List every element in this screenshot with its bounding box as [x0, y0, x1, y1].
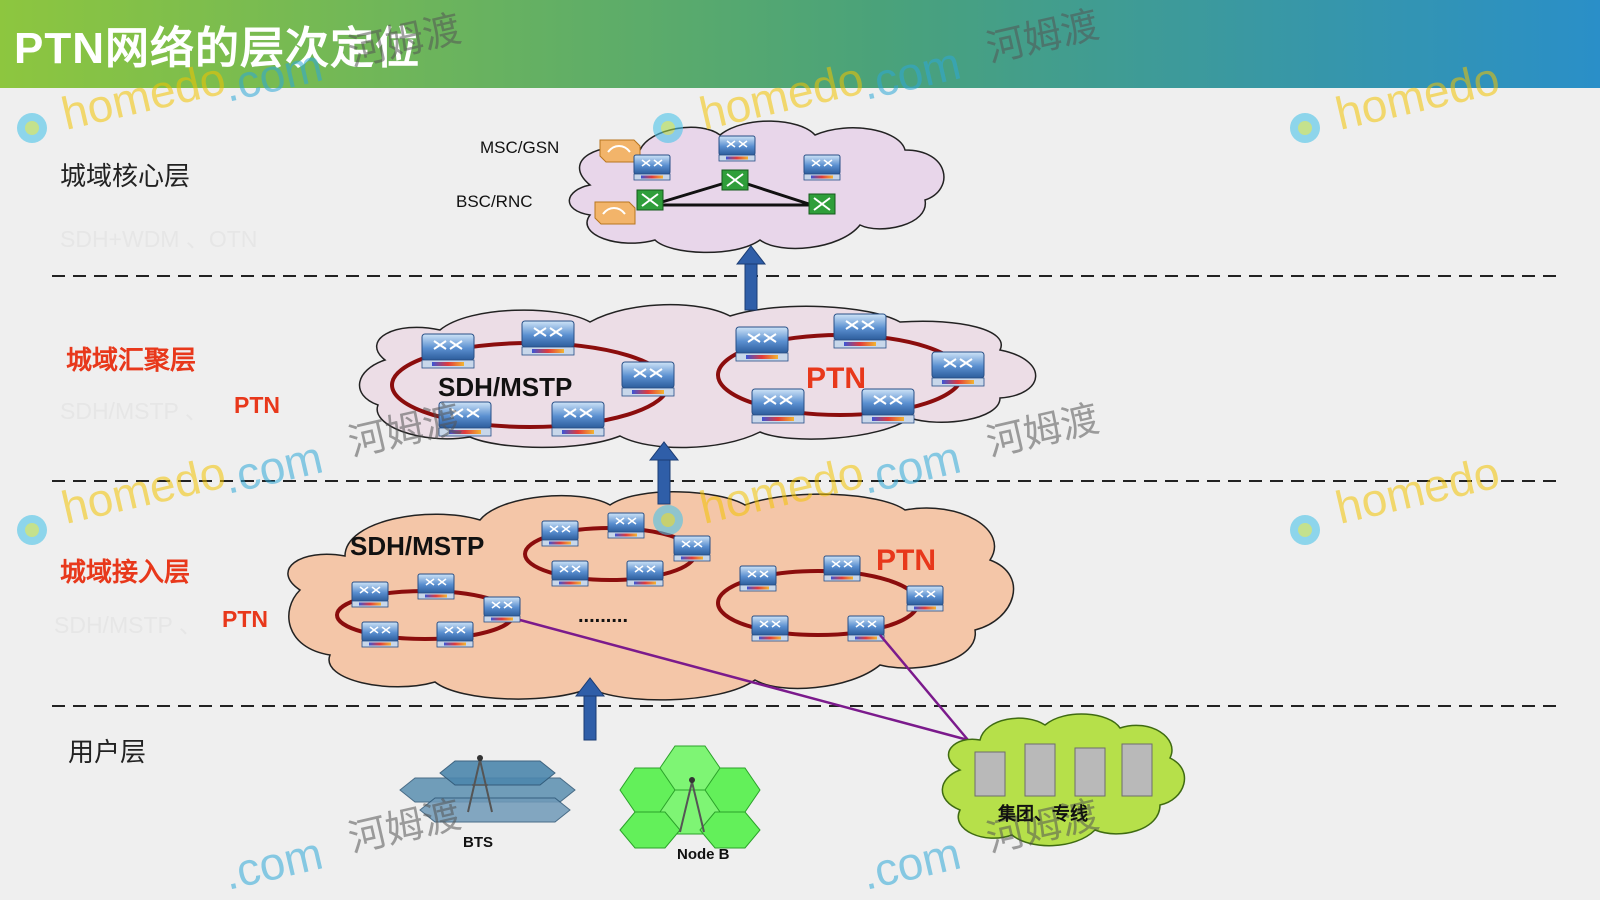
- aggregation-switch-icon: [833, 313, 887, 349]
- access-switch-icon: [551, 560, 589, 587]
- core-switch-icon: [718, 135, 756, 162]
- access-switch-icon: [847, 615, 885, 642]
- slide-title: PTN网络的层次定位: [14, 24, 420, 73]
- watermark: [17, 113, 1320, 545]
- access-switch-icon: [361, 621, 399, 648]
- access-more-dots: .........: [578, 605, 629, 627]
- access-tech-ptn: PTN: [222, 606, 268, 632]
- aggregation-sdh-label: SDH/MSTP: [438, 372, 573, 402]
- access-ptn-label: PTN: [876, 544, 936, 577]
- uplink-arrow: [735, 245, 767, 311]
- aggregation-tech-faint: SDH/MSTP 、: [60, 398, 208, 424]
- access-cloud: [287, 491, 1015, 701]
- title-bar: PTN网络的层次定位: [0, 0, 1600, 88]
- nodeb-cell-cluster: [619, 745, 761, 849]
- watermark-domain: .com: [219, 431, 328, 504]
- watermark-domain: .com: [857, 37, 966, 110]
- access-tech-faint: SDH/MSTP 、: [54, 612, 202, 638]
- enterprise-link: [519, 618, 969, 742]
- core-tech-label: SDH+WDM 、OTN: [60, 226, 258, 252]
- aggregation-cloud: [358, 303, 1037, 449]
- enterprise-label: 集团、专线: [998, 804, 1088, 824]
- bsc-router-icon: [594, 201, 636, 225]
- aggregation-switch-icon: [551, 401, 605, 437]
- core-green-node-icon: [636, 189, 664, 211]
- watermark-chinese: 河姆渡: [983, 398, 1104, 465]
- access-switch-icon: [417, 573, 455, 600]
- layer-label-core: 城域核心层: [60, 161, 191, 191]
- core-switch-icon: [803, 154, 841, 181]
- watermark-brand: homedo: [57, 446, 231, 534]
- aggregation-switch-icon: [861, 388, 915, 424]
- access-switch-icon: [739, 565, 777, 592]
- watermark-brand: homedo: [1331, 446, 1505, 534]
- uplink-arrow: [648, 441, 680, 505]
- access-switch-icon: [351, 581, 389, 608]
- watermark-domain: .com: [857, 827, 966, 900]
- aggregation-switch-icon: [621, 361, 675, 397]
- watermark-brand: homedo: [1331, 52, 1505, 140]
- aggregation-switch-icon: [735, 326, 789, 362]
- access-switch-icon: [626, 560, 664, 587]
- watermark-domain: .com: [219, 39, 328, 112]
- core-cloud: [568, 120, 945, 254]
- layer-label-access: 城域接入层: [60, 557, 191, 587]
- access-switch-icon: [673, 535, 711, 562]
- watermark-chinese: 河姆渡: [345, 794, 466, 861]
- access-switch-icon: [436, 621, 474, 648]
- watermark-chinese: 河姆渡: [345, 8, 466, 75]
- aggregation-switch-icon: [421, 333, 475, 369]
- watermark-brand: homedo: [57, 52, 231, 140]
- core-green-node-icon: [808, 193, 836, 215]
- access-switch-icon: [607, 512, 645, 539]
- aggregation-ptn-label: PTN: [806, 362, 866, 395]
- access-switch-icon: [823, 555, 861, 582]
- access-sdh-label: SDH/MSTP: [350, 531, 485, 561]
- aggregation-switch-icon: [931, 351, 985, 387]
- core-green-node-icon: [721, 169, 749, 191]
- access-switch-icon: [751, 615, 789, 642]
- layer-label-user: 用户层: [68, 737, 147, 767]
- access-switch-icon: [906, 585, 944, 612]
- uplink-arrow: [574, 677, 606, 741]
- access-switch-icon: [541, 520, 579, 547]
- watermark-domain: .com: [219, 827, 328, 900]
- core-switch-icon: [633, 154, 671, 181]
- enterprise-link: [879, 634, 969, 741]
- enterprise-cloud: [941, 713, 1186, 847]
- access-switch-icon: [483, 596, 521, 623]
- watermark-domain: .com: [857, 431, 966, 504]
- aggregation-switch-icon: [751, 388, 805, 424]
- msc-gsn-label: MSC/GSN: [480, 138, 560, 157]
- aggregation-switch-icon: [521, 320, 575, 356]
- watermark-chinese: 河姆渡: [983, 4, 1104, 71]
- aggregation-tech-ptn: PTN: [234, 392, 280, 418]
- bts-cell-cluster: [399, 755, 576, 823]
- bts-label: BTS: [463, 834, 493, 851]
- layer-label-aggregation: 城域汇聚层: [66, 345, 197, 375]
- nodeb-label: Node B: [677, 846, 730, 863]
- bsc-rnc-label: BSC/RNC: [456, 192, 533, 211]
